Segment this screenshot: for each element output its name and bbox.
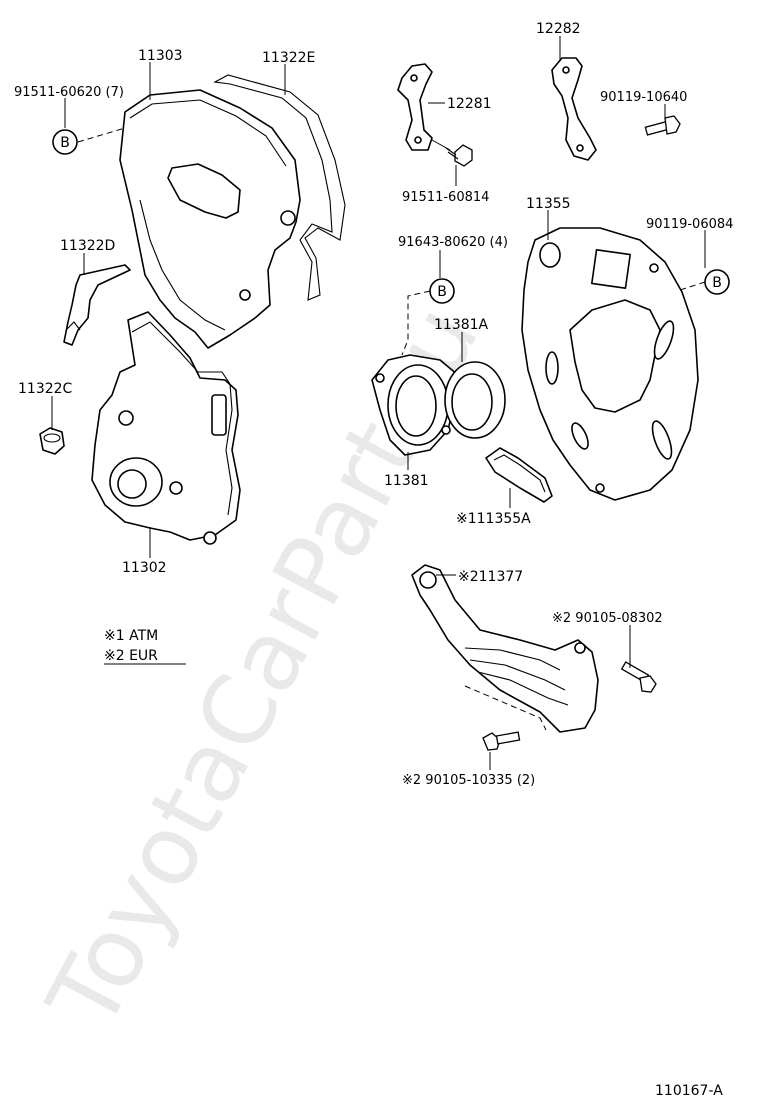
label-12281: 12281 (447, 96, 492, 112)
label-11355: 11355 (526, 196, 571, 212)
upper-cover-rib (129, 99, 287, 167)
bracket-12281-hole (414, 136, 422, 144)
end-plate-slot (571, 422, 589, 450)
upper-cover-bolt-hole (239, 289, 251, 301)
lower-cover-seal-inner (117, 469, 147, 499)
gasket-11322E (213, 74, 346, 301)
bolt-91511-60814 (431, 139, 473, 167)
legend-note-eur: ※2 EUR (104, 648, 158, 664)
marker-b3: B (704, 269, 730, 295)
svg-text:B: B (60, 135, 70, 151)
marker-b1: B (52, 129, 78, 155)
label-11381A: 11381A (434, 317, 489, 333)
lower-cover-bolt-hole (203, 531, 217, 545)
end-plate-bolt-hole (595, 483, 605, 493)
bolt-90105-10335 (482, 731, 521, 751)
bracket-12281 (397, 63, 433, 151)
end-plate-bore (569, 299, 661, 413)
plate-111355A (485, 447, 553, 503)
end-plate-bolt-hole (649, 263, 659, 273)
bolt-90119-10640 (644, 115, 681, 136)
label-90119-06084: 90119-06084 (646, 217, 733, 232)
end-plate-hole (539, 242, 561, 268)
upper-cover-bolt-hole (280, 210, 296, 226)
upper-cover-11303 (119, 89, 301, 349)
bracket-12281-hole (410, 74, 418, 82)
arm-11377-eye (419, 571, 437, 589)
legend-note-atm: ※1 ATM (104, 628, 158, 644)
gasket-11322D-notch (65, 321, 81, 331)
label-90105-10335: ※2 90105-10335 (2) (402, 773, 535, 788)
nut-11322C (39, 427, 65, 455)
plate-111355A-inner (493, 454, 546, 493)
arm-11377-hole (574, 642, 586, 654)
end-plate-slot (545, 351, 559, 385)
hanger-12282-hole (562, 66, 570, 74)
leader-b1 (77, 127, 126, 143)
hanger-12282 (551, 57, 597, 161)
nut-11322C-top (43, 433, 61, 443)
end-plate-slot (651, 420, 673, 460)
label-111355A: ※111355A (456, 511, 531, 527)
upper-cover-edge (139, 199, 226, 331)
diagram-id: 110167-A (655, 1083, 723, 1099)
end-plate-slot (653, 320, 675, 360)
label-11303: 11303 (138, 48, 183, 64)
gasket-11322D (63, 264, 131, 346)
label-91511-60814: 91511-60814 (402, 190, 489, 205)
oil-seal-11381A-inner (451, 373, 493, 431)
arm-11377-rib (464, 647, 569, 706)
hanger-12282-hole (576, 144, 584, 152)
lower-cover-bolt-hole (169, 481, 183, 495)
label-91511-60620: 91511-60620 (7) (14, 85, 124, 100)
arm-11377-dash (464, 685, 547, 731)
seal-retainer-bore-inner (395, 375, 437, 437)
lower-cover-gasket (131, 321, 233, 516)
lower-cover-boss (211, 394, 227, 436)
upper-cover-window (167, 163, 241, 219)
label-90119-10640: 90119-10640 (600, 90, 687, 105)
bolt-90105-08302 (620, 661, 657, 693)
svg-text:B: B (437, 284, 447, 300)
label-91643-80620: 91643-80620 (4) (398, 235, 508, 250)
end-plate-window (590, 248, 632, 290)
label-11381: 11381 (384, 473, 429, 489)
label-11322E: 11322E (262, 50, 315, 66)
seal-retainer-hole (441, 425, 451, 435)
leader-b2 (401, 290, 431, 356)
label-11302: 11302 (122, 560, 167, 576)
label-90105-08302: ※2 90105-08302 (552, 611, 663, 626)
label-11322D: 11322D (60, 238, 115, 254)
lower-cover-bolt-hole (118, 410, 134, 426)
label-12282: 12282 (536, 21, 581, 37)
marker-b2: B (429, 278, 455, 304)
leader-b3 (679, 281, 706, 291)
svg-text:B: B (712, 275, 722, 291)
arm-11377 (411, 564, 599, 733)
seal-retainer-hole (375, 373, 385, 383)
label-211377: ※211377 (458, 569, 523, 585)
label-11322C: 11322C (18, 381, 73, 397)
